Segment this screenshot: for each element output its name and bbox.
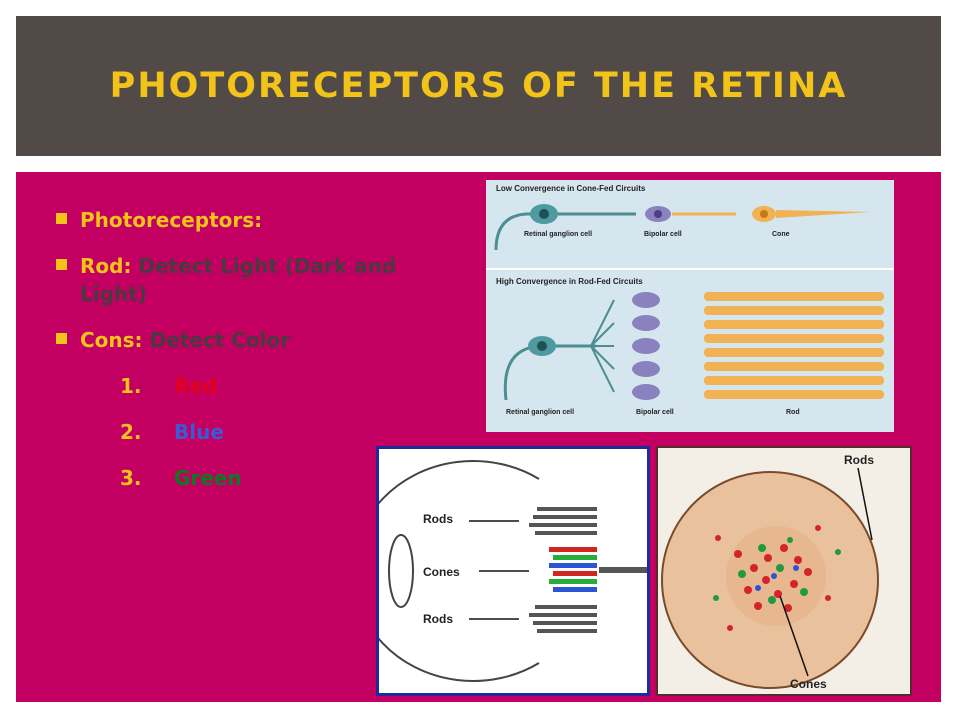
color-item-red: 1. Red xyxy=(56,372,456,400)
bullet-label: Rod: xyxy=(80,254,132,278)
bullet-marker-icon xyxy=(56,259,67,270)
bullet-cons: Cons: Detect Color xyxy=(56,326,456,354)
eye-rods-bottom-label: Rods xyxy=(423,612,453,626)
convergence-diagram: Low Convergence in Cone-Fed Circuits Ret… xyxy=(486,180,894,432)
fovea-cones-label: Cones xyxy=(790,677,827,691)
bullet-detail: Detect Color xyxy=(149,328,291,352)
fovea-diagram: Rods Cones xyxy=(656,446,912,696)
color-name: Red xyxy=(174,374,218,398)
color-item-blue: 2. Blue xyxy=(56,418,456,446)
top-bipolar-label: Bipolar cell xyxy=(644,231,682,238)
bottom-rod-label: Rod xyxy=(786,409,800,416)
color-item-green: 3. Green xyxy=(56,464,456,492)
list-number: 2. xyxy=(120,420,142,444)
bottom-bipolar-label: Bipolar cell xyxy=(636,409,674,416)
bullet-label: Photoreceptors: xyxy=(80,208,263,232)
bullet-detail: Detect Light (Dark and Light) xyxy=(80,254,397,306)
bottom-ganglion-label: Retinal ganglion cell xyxy=(506,409,574,416)
bullet-list: Photoreceptors: Rod: Detect Light (Dark … xyxy=(56,206,456,510)
list-number: 3. xyxy=(120,466,142,490)
eye-cones-label: Cones xyxy=(423,565,460,579)
bottom-title: High Convergence in Rod-Fed Circuits xyxy=(496,277,643,286)
top-ganglion-label: Retinal ganglion cell xyxy=(524,231,592,238)
top-cone-label: Cone xyxy=(772,231,790,238)
page-title: PHOTORECEPTORS OF THE RETINA xyxy=(109,66,848,106)
top-title: Low Convergence in Cone-Fed Circuits xyxy=(496,184,646,193)
color-name: Blue xyxy=(174,420,224,444)
bullet-rod: Rod: Detect Light (Dark and Light) xyxy=(56,252,456,308)
title-bar: PHOTORECEPTORS OF THE RETINA xyxy=(16,16,941,156)
bullet-marker-icon xyxy=(56,333,67,344)
eye-diagram: Rods Cones Rods xyxy=(352,446,650,696)
bullet-photoreceptors: Photoreceptors: xyxy=(56,206,456,234)
color-name: Green xyxy=(174,466,242,490)
list-number: 1. xyxy=(120,374,142,398)
eye-rods-top-label: Rods xyxy=(423,512,453,526)
fovea-rods-label: Rods xyxy=(844,453,874,467)
bullet-marker-icon xyxy=(56,213,67,224)
bullet-label: Cons: xyxy=(80,328,143,352)
